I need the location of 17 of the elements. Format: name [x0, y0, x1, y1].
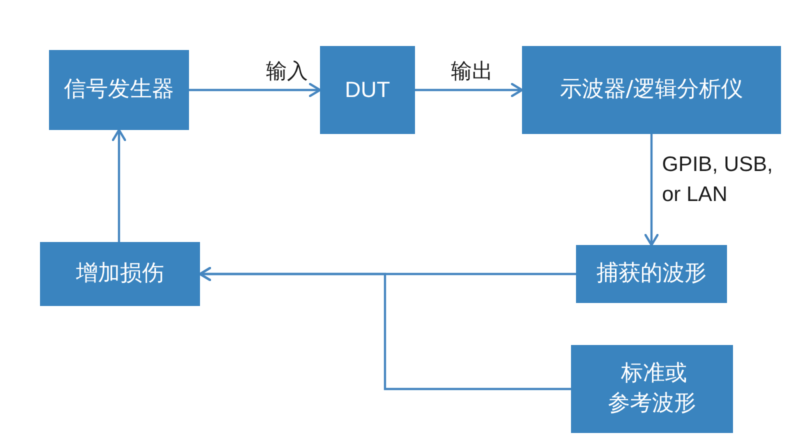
- arrow: [198, 266, 571, 390]
- process-box: [320, 46, 415, 134]
- node-label: 增加损伤: [76, 260, 164, 288]
- arrow: [415, 82, 524, 98]
- arrow: [189, 82, 322, 98]
- node-label: 捕获的波形: [596, 260, 706, 288]
- process-box: [571, 345, 733, 433]
- process-box: [49, 50, 189, 130]
- node-label: DUT: [344, 76, 390, 104]
- process-box: [522, 46, 781, 134]
- node-label: 标准或参考波形: [607, 360, 697, 418]
- process-box: [576, 245, 727, 303]
- arrow: [644, 134, 659, 246]
- node-label: 信号发生器: [64, 76, 174, 104]
- arrow: [112, 128, 126, 242]
- process-box: [40, 242, 200, 306]
- node-label: 示波器/逻辑分析仪: [560, 76, 744, 104]
